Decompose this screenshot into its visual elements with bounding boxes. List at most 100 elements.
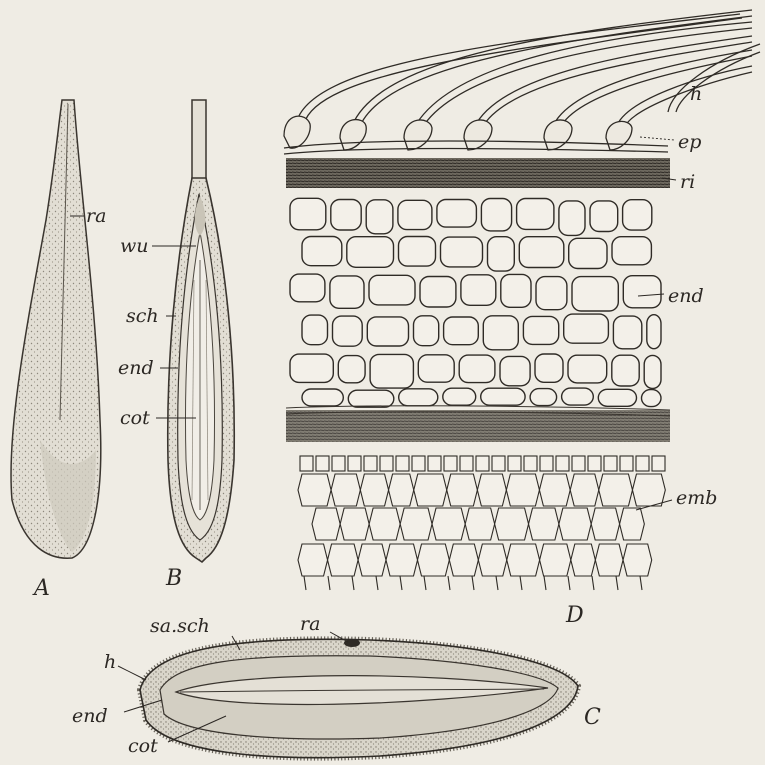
embryo-cell xyxy=(636,456,649,471)
embryo-cell xyxy=(312,508,340,540)
endosperm-cell xyxy=(535,354,563,382)
embryo-cell xyxy=(360,474,388,506)
label-c-end: end xyxy=(72,705,108,727)
embryo-cell xyxy=(508,456,521,471)
label-c-sa-sch: sa.sch xyxy=(150,615,210,637)
h-leader-c xyxy=(118,666,146,680)
embryo-cell xyxy=(595,544,623,576)
embryo-cell-wall xyxy=(592,576,594,590)
endosperm-cell xyxy=(331,200,361,231)
endosperm-cell xyxy=(519,237,564,268)
embryo-cell-wall xyxy=(568,576,570,590)
embryo-cell xyxy=(449,544,478,576)
endosperm-cell xyxy=(644,355,661,388)
embryo-cell-wall xyxy=(352,576,354,590)
embryo-cell xyxy=(591,508,619,540)
endosperm-cell xyxy=(366,200,393,234)
embryo-cell xyxy=(540,544,571,576)
embryo-cell xyxy=(604,456,617,471)
endosperm-cell xyxy=(444,317,479,345)
embryo-cell-wall xyxy=(448,576,450,590)
endosperm-cell xyxy=(441,237,483,267)
label-b-sch: sch xyxy=(126,305,159,327)
panel-a-seed: ra A xyxy=(11,100,106,601)
label-b-end: end xyxy=(118,357,154,379)
endosperm-cell xyxy=(414,316,439,346)
panel-c-cross-section: sa.sch ra h end cot C xyxy=(72,613,601,758)
embryo-cell xyxy=(476,456,489,471)
embryo-cells xyxy=(298,456,665,590)
endosperm-cell xyxy=(642,390,662,407)
caption-a: A xyxy=(32,576,50,601)
endosperm-cell xyxy=(290,274,325,302)
endosperm-cell xyxy=(523,316,558,344)
panel-d-tissue: h ep ri end emb D xyxy=(284,10,760,628)
embryo-cell xyxy=(414,474,447,506)
embryo-cell xyxy=(400,508,432,540)
embryo-cell xyxy=(369,508,400,540)
label-c-cot: cot xyxy=(128,735,158,757)
endosperm-cell xyxy=(590,201,618,232)
embryo-cell xyxy=(556,456,569,471)
endosperm-cell xyxy=(302,315,328,345)
embryo-cell-wall xyxy=(496,576,498,590)
endosperm-cell xyxy=(572,277,618,311)
embryo-cell-wall xyxy=(328,576,330,590)
embryo-cell xyxy=(298,544,328,576)
embryo-cell xyxy=(539,474,570,506)
embryo-cell xyxy=(632,474,665,506)
inner-band xyxy=(286,410,670,442)
caption-d: D xyxy=(565,603,584,628)
endosperm-cell xyxy=(420,277,456,308)
embryo-cell xyxy=(540,456,553,471)
embryo-cell xyxy=(465,508,494,540)
label-b-wu: wu xyxy=(120,235,149,257)
embryo-cell xyxy=(599,474,633,506)
endosperm-cell xyxy=(338,356,365,383)
label-c-ra: ra xyxy=(300,613,320,635)
embryo-cell xyxy=(507,544,540,576)
embryo-cell xyxy=(460,456,473,471)
endosperm-cell xyxy=(330,276,364,308)
embryo-cell xyxy=(529,508,559,540)
endosperm-cells xyxy=(290,198,661,407)
endosperm-cell xyxy=(623,276,661,308)
embryo-cell xyxy=(620,456,633,471)
endosperm-cell xyxy=(483,316,518,350)
embryo-cell-wall xyxy=(472,576,474,590)
embryo-cell xyxy=(495,508,529,540)
endosperm-cell xyxy=(399,389,438,406)
ep-leader xyxy=(640,137,674,140)
endosperm-cell xyxy=(290,198,326,230)
embryo-cell xyxy=(571,544,596,576)
embryo-cell xyxy=(328,544,359,576)
embryo-cell xyxy=(652,456,665,471)
embryo-cell-wall xyxy=(544,576,546,590)
cross-section-raphe xyxy=(344,639,360,647)
embryo-cell xyxy=(620,508,645,540)
embryo-cell xyxy=(380,456,393,471)
embryo-cell xyxy=(492,456,505,471)
endosperm-cell xyxy=(370,354,413,388)
label-c-h: h xyxy=(104,651,116,673)
embryo-cell xyxy=(447,474,478,506)
label-d-emb: emb xyxy=(676,487,717,509)
embryo-cell-wall xyxy=(520,576,522,590)
endosperm-cell xyxy=(598,389,636,406)
endosperm-cell xyxy=(530,389,557,406)
endosperm-cell xyxy=(612,355,639,386)
endosperm-cell xyxy=(437,200,477,228)
endosperm-cell xyxy=(559,201,585,236)
embryo-cell xyxy=(478,544,506,576)
embryo-cell xyxy=(588,456,601,471)
embryo-cell xyxy=(332,456,345,471)
endosperm-cell xyxy=(443,388,476,405)
embryo-cell xyxy=(358,544,386,576)
ri-band xyxy=(286,158,670,188)
embryo-cell xyxy=(572,456,585,471)
embryo-cell xyxy=(386,544,418,576)
embryo-cell xyxy=(477,474,506,506)
endosperm-cell xyxy=(459,355,495,383)
